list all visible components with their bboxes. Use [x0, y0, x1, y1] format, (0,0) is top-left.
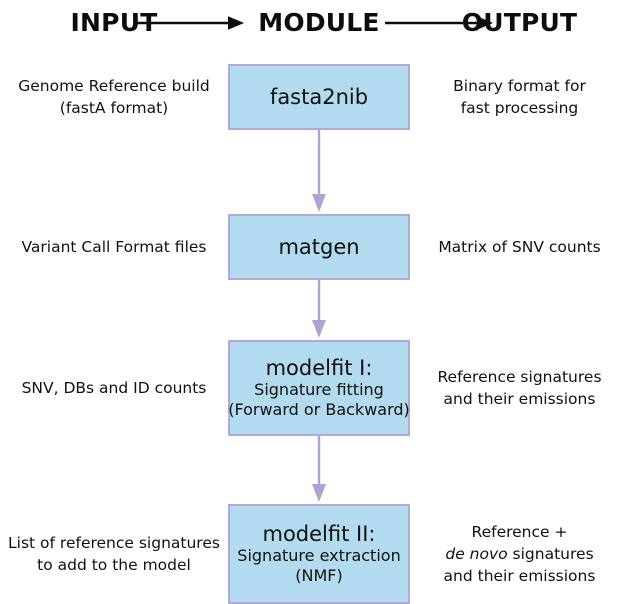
pipeline-row-modelfit1: SNV, DBs and ID counts modelfit I: Signa… — [0, 340, 629, 436]
output-line-1: Reference signatures — [437, 368, 602, 386]
input-line-2: (fastA format) — [59, 99, 169, 117]
pipeline-row-fasta2nib: Genome Reference build (fastA format) fa… — [0, 64, 629, 130]
module-box-modelfit1[interactable]: modelfit I: Signature fitting (Forward o… — [228, 340, 410, 436]
output-line-3: and their emissions — [443, 567, 596, 585]
header-title-module: MODULE — [258, 7, 380, 37]
input-line-1: List of reference signatures — [8, 534, 220, 552]
module-box-matgen[interactable]: matgen — [228, 214, 410, 280]
header-cell-module: MODULE — [228, 0, 410, 44]
output-text-modelfit2: Reference + de novo signatures and their… — [410, 521, 629, 587]
output-line-2-italic: de novo — [445, 545, 508, 563]
module-subtitle-modelfit1-line2: (Forward or Backward) — [228, 400, 410, 420]
header-arrow-module-to-output — [385, 13, 493, 33]
module-title-modelfit2: modelfit II: — [262, 521, 376, 546]
input-line-1: SNV, DBs and ID counts — [21, 379, 207, 397]
output-line-2: de novo signatures — [412, 543, 627, 565]
connector-arrow-modelfit1-to-modelfit2 — [310, 436, 328, 504]
input-line-2: to add to the model — [37, 556, 191, 574]
header-arrow-input-to-module — [136, 13, 244, 33]
output-line-2: and their emissions — [443, 390, 596, 408]
pipeline-row-modelfit2: List of reference signatures to add to t… — [0, 504, 629, 604]
output-line-1: Matrix of SNV counts — [438, 238, 601, 256]
output-text-modelfit1: Reference signatures and their emissions — [410, 366, 629, 410]
module-title-modelfit1: modelfit I: — [265, 355, 373, 380]
module-title-matgen: matgen — [278, 234, 360, 259]
input-text-modelfit1: SNV, DBs and ID counts — [0, 377, 228, 399]
module-subtitle-modelfit2-line1: Signature extraction — [237, 546, 401, 566]
output-line-1: Reference + — [471, 523, 568, 541]
connector-arrow-matgen-to-modelfit1 — [310, 280, 328, 340]
module-subtitle-modelfit2-line2: (NMF) — [295, 566, 343, 586]
diagram-header: INPUT MODULE OUTPUT — [0, 0, 629, 44]
input-text-fasta2nib: Genome Reference build (fastA format) — [0, 75, 228, 119]
output-line-2-rest: signatures — [507, 545, 594, 563]
output-text-fasta2nib: Binary format for fast processing — [410, 75, 629, 119]
module-subtitle-modelfit1-line1: Signature fitting — [254, 380, 384, 400]
input-line-1: Genome Reference build — [18, 77, 210, 95]
connector-arrow-fasta2nib-to-matgen — [310, 130, 328, 214]
module-box-modelfit2[interactable]: modelfit II: Signature extraction (NMF) — [228, 504, 410, 604]
input-line-1: Variant Call Format files — [21, 238, 207, 256]
pipeline-row-matgen: Variant Call Format files matgen Matrix … — [0, 214, 629, 280]
input-text-matgen: Variant Call Format files — [0, 236, 228, 258]
input-text-modelfit2: List of reference signatures to add to t… — [0, 532, 228, 576]
output-line-2: fast processing — [460, 99, 579, 117]
output-text-matgen: Matrix of SNV counts — [410, 236, 629, 258]
module-box-fasta2nib[interactable]: fasta2nib — [228, 64, 410, 130]
module-title-fasta2nib: fasta2nib — [269, 84, 369, 109]
output-line-1: Binary format for — [453, 77, 586, 95]
